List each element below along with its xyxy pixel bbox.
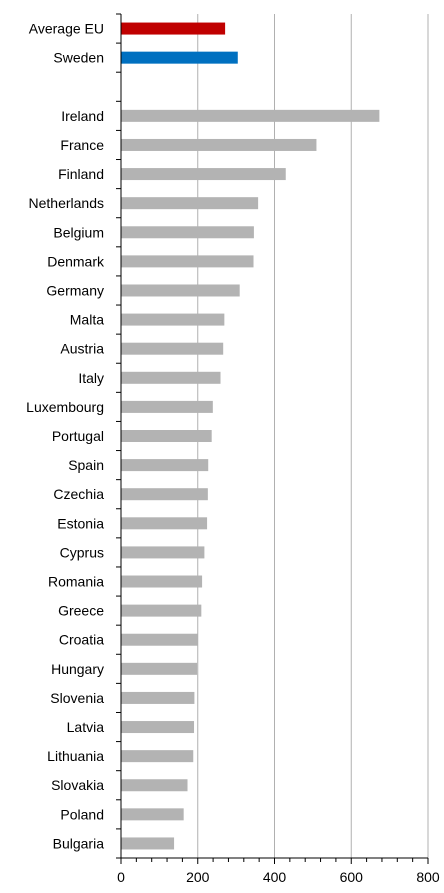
bar-sweden — [121, 51, 238, 64]
bar-malta — [121, 313, 225, 326]
bar-czechia — [121, 488, 208, 501]
category-label: Average EU — [29, 21, 104, 37]
bar-finland — [121, 168, 286, 181]
bar-spain — [121, 459, 209, 472]
bar-luxembourg — [121, 400, 213, 413]
bar-greece — [121, 604, 202, 617]
category-label: Latvia — [67, 719, 105, 735]
bar-hungary — [121, 662, 198, 675]
bar-france — [121, 138, 317, 151]
bar-latvia — [121, 721, 195, 734]
category-label: Poland — [60, 806, 104, 822]
category-label: Hungary — [51, 661, 104, 677]
category-label: Netherlands — [29, 195, 105, 211]
category-label: Greece — [58, 603, 104, 619]
bar-estonia — [121, 517, 208, 530]
bar-average-eu — [121, 22, 226, 35]
bar-slovenia — [121, 691, 195, 704]
category-label: Czechia — [53, 486, 104, 502]
category-label: Italy — [78, 370, 104, 386]
bar-ireland — [121, 109, 380, 122]
bar-lithuania — [121, 750, 194, 763]
category-label: Romania — [48, 574, 104, 590]
category-label: Denmark — [47, 253, 105, 269]
x-tick-label: 200 — [186, 869, 210, 885]
category-label: Slovakia — [51, 777, 104, 793]
category-label: Portugal — [52, 428, 104, 444]
bar-croatia — [121, 633, 198, 646]
bar-portugal — [121, 430, 212, 442]
x-tick-label: 800 — [416, 869, 440, 885]
category-label: Slovenia — [50, 690, 104, 706]
bar-netherlands — [121, 197, 259, 210]
category-label: Sweden — [53, 50, 104, 66]
bar-denmark — [121, 255, 254, 268]
bar-italy — [121, 371, 221, 384]
category-label: Belgium — [53, 224, 104, 240]
bar-bulgaria — [121, 837, 175, 850]
category-label: Spain — [68, 457, 104, 473]
bar-slovakia — [121, 779, 188, 792]
x-tick-label: 600 — [340, 869, 364, 885]
category-label: Austria — [60, 341, 104, 357]
category-label: Ireland — [61, 108, 104, 124]
bar-cyprus — [121, 546, 205, 559]
category-label: Finland — [58, 166, 104, 182]
category-label: France — [60, 137, 104, 153]
category-label: Lithuania — [47, 748, 104, 764]
bar-germany — [121, 284, 240, 297]
category-label: Cyprus — [60, 544, 104, 560]
bar-romania — [121, 575, 203, 588]
category-label: Estonia — [57, 515, 104, 531]
category-label: Germany — [46, 282, 104, 298]
category-label: Bulgaria — [53, 835, 105, 851]
category-label: Luxembourg — [26, 399, 104, 415]
category-label: Malta — [70, 312, 104, 328]
bar-poland — [121, 808, 184, 821]
x-tick-label: 0 — [117, 869, 125, 885]
bar-austria — [121, 342, 224, 355]
bar-belgium — [121, 226, 254, 239]
category-label: Croatia — [59, 632, 104, 648]
x-tick-label: 400 — [263, 869, 287, 885]
